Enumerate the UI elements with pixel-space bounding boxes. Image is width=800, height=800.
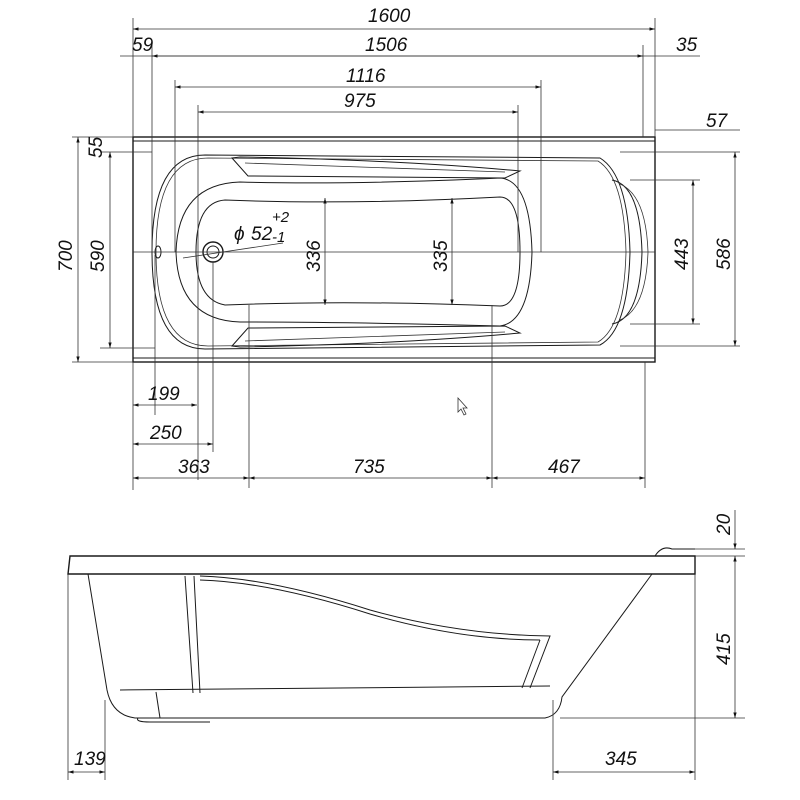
dim-overall-width: 700	[56, 240, 77, 272]
dim-width-right-bottom: 335	[431, 240, 452, 272]
top-view	[132, 136, 656, 363]
dim-bottom-length: 975	[344, 91, 376, 112]
dim-headrest-width: 443	[672, 238, 693, 270]
dim-seg-middle: 735	[353, 457, 385, 478]
dim-left-rim: 59	[132, 35, 154, 56]
dim-depth: 415	[714, 633, 735, 665]
side-view: 20 415 139 345	[67, 510, 745, 780]
dim-overall-length: 1600	[368, 6, 411, 27]
dim-width-left-bottom: 336	[304, 240, 325, 272]
bowl-bottom-contour	[195, 196, 521, 307]
dim-rim-height: 20	[714, 513, 735, 536]
drain-diameter-symbol: ϕ	[234, 224, 245, 245]
dim-right-slope: 345	[605, 749, 637, 770]
dim-top-rim-right: 57	[706, 111, 729, 132]
rim-profile	[67, 555, 696, 575]
dim-drain-offset: 250	[149, 423, 182, 444]
dim-seg-left: 363	[178, 457, 210, 478]
drain-tolerance-minus: -1	[272, 229, 285, 246]
dim-seg-right: 467	[548, 457, 581, 478]
dim-bowl-length: 1116	[346, 66, 386, 87]
tub-rim-contour	[151, 154, 631, 350]
dim-top-rim: 55	[86, 136, 107, 158]
drain-tolerance-plus: +2	[272, 209, 290, 226]
dim-drain-diameter: 52	[251, 224, 273, 245]
dim-overflow-offset: 199	[148, 384, 180, 405]
dim-left-slope: 139	[74, 749, 106, 770]
mouse-cursor-icon	[457, 396, 468, 416]
dim-right-rim: 35	[676, 35, 698, 56]
dim-inner-width: 590	[88, 240, 109, 272]
dim-inner-length: 1506	[365, 35, 408, 56]
top-dimensions: 1600 59 1506 35 1116 975 55 57 700 590	[56, 6, 740, 490]
dim-inner-width-right: 586	[714, 238, 735, 270]
tub-outline-rect	[132, 136, 656, 363]
